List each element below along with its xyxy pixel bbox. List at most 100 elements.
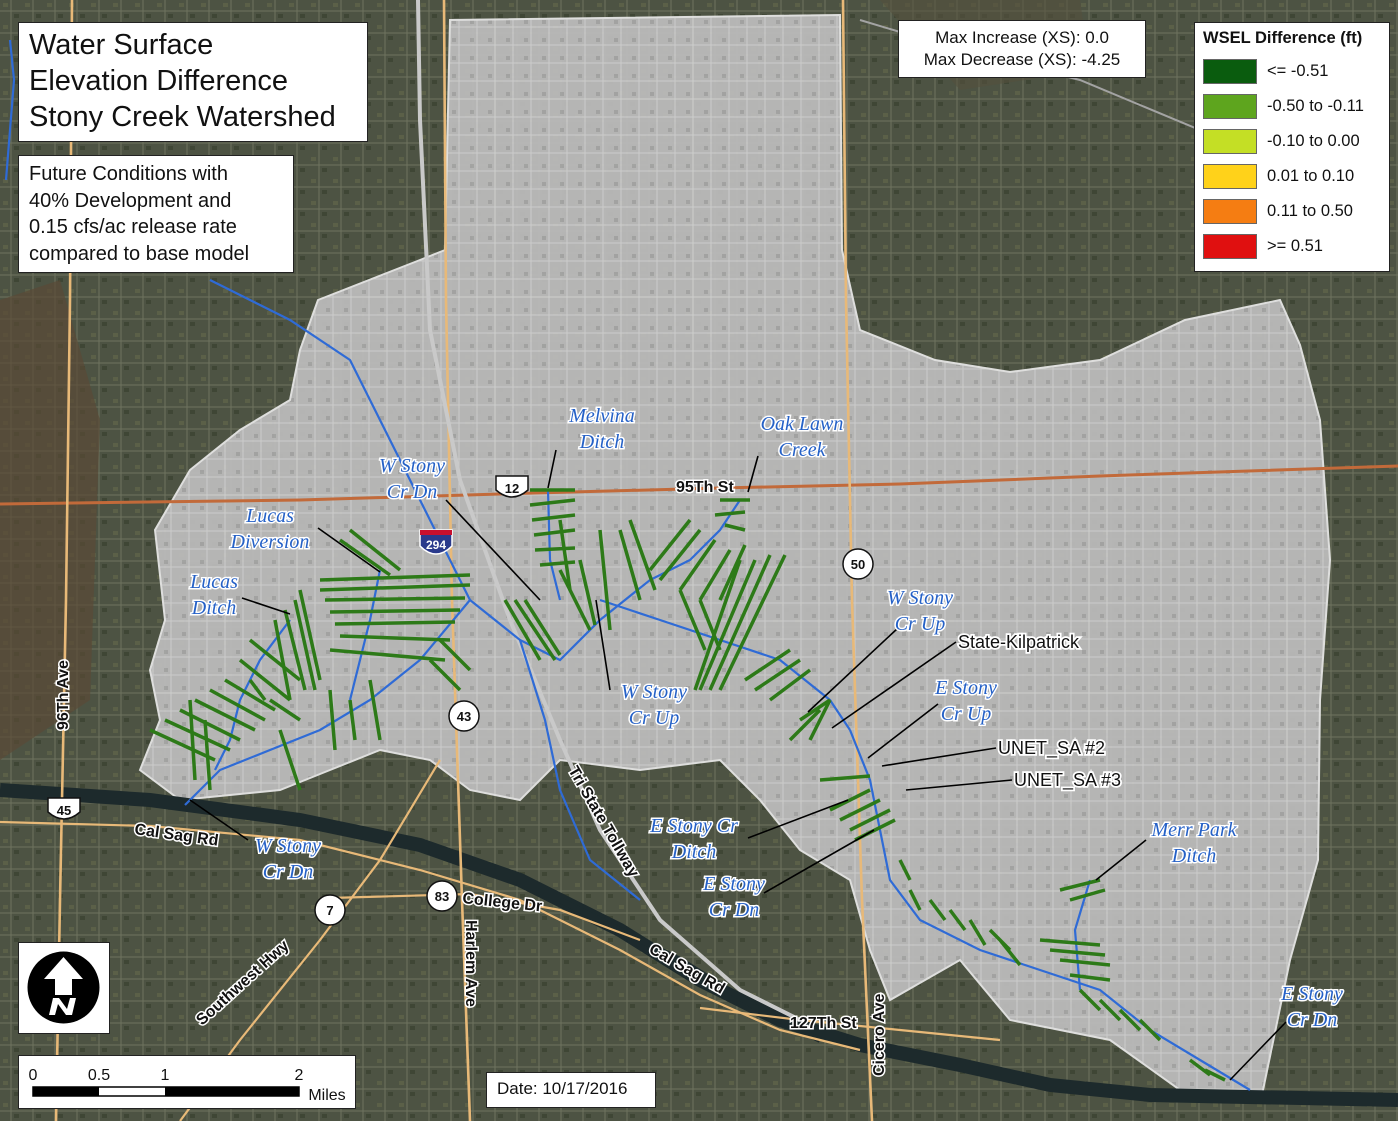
road-cal-sag-rd xyxy=(0,820,861,1052)
label-unet-sa-3: UNET_SA #3 xyxy=(1014,770,1121,791)
label-estony-up-1: E Stony xyxy=(934,677,997,699)
title-line-3: Stony Creek Watershed xyxy=(29,101,336,133)
label-estony-dn1-2: Cr Dn xyxy=(709,899,760,921)
legend-swatch xyxy=(1203,164,1257,189)
label-estony-dn2-2: Cr Dn xyxy=(1287,1009,1338,1031)
leader-lines xyxy=(189,449,1287,1081)
subtitle-line-1: Future Conditions with xyxy=(29,163,228,185)
stream-lucas-diversion xyxy=(348,569,382,701)
shield-il83: 83 xyxy=(426,880,458,912)
legend-item: <= -0.51 xyxy=(1203,54,1381,89)
title-line-2: Elevation Difference xyxy=(29,65,289,97)
watershed-area xyxy=(138,13,1332,1097)
road-harlem-ave xyxy=(442,0,472,1121)
subtitle-line-2: 40% Development and xyxy=(29,189,232,212)
cal-sag-channel xyxy=(0,783,1398,1107)
legend-item: 0.01 to 0.10 xyxy=(1203,159,1381,194)
label-estony-ditch-2: Ditch xyxy=(671,841,716,863)
road-college-dr xyxy=(329,892,641,942)
legend: WSEL Difference (ft) <= -0.51 -0.50 to -0… xyxy=(1194,22,1390,272)
label-unet-sa-2: UNET_SA #2 xyxy=(998,738,1105,759)
callout-labels: State-Kilpatrick UNET_SA #2 UNET_SA #3 xyxy=(956,630,1123,793)
forest-west xyxy=(0,280,100,760)
shield-il50: 50 xyxy=(842,548,874,580)
streams xyxy=(4,39,1251,1091)
legend-label: <= -0.51 xyxy=(1267,62,1329,80)
label-wstony-dn1-2: Cr Dn xyxy=(387,481,438,503)
shield-il43: 43 xyxy=(448,700,480,732)
shield-us12: 12 xyxy=(495,475,529,498)
legend-label: -0.10 to 0.00 xyxy=(1267,132,1360,150)
legend-label: 0.11 to 0.50 xyxy=(1267,202,1353,220)
label-wstony-up1-2: Cr Up xyxy=(895,613,946,635)
scenario-description: Future Conditions with 40% Development a… xyxy=(18,155,294,273)
label-merrpark-1: Merr Park xyxy=(1151,819,1238,841)
shield-i294: 294 xyxy=(419,529,453,555)
legend-swatch xyxy=(1203,199,1257,224)
legend-label: >= 0.51 xyxy=(1267,237,1323,255)
max-increase: Max Increase (XS): 0.0 xyxy=(935,28,1109,47)
scale-label-1: 1 xyxy=(161,1067,170,1084)
stream-tollway-link xyxy=(518,639,641,901)
legend-item: -0.50 to -0.11 xyxy=(1203,89,1381,124)
stream-lucas xyxy=(214,619,291,771)
scale-label-2: 2 xyxy=(295,1067,304,1084)
cal-sag-channel-south xyxy=(558,897,822,1043)
label-127th-st: 127Th St xyxy=(790,1015,857,1032)
scale-bar-graphic: 0 0.5 1 2 Miles xyxy=(29,1067,346,1104)
label-melvina-2: Ditch xyxy=(579,431,624,453)
svg-text:45: 45 xyxy=(57,803,71,818)
label-wstony-dn2-1: W Stony xyxy=(255,835,321,857)
label-lucas-div-1: Lucas xyxy=(245,505,294,527)
svg-text:83: 83 xyxy=(435,889,449,904)
road-95th-st xyxy=(0,464,1398,506)
label-lucas-ditch-1: Lucas xyxy=(189,571,238,593)
scale-bar: 0 0.5 1 2 Miles xyxy=(18,1055,356,1109)
stream-melvina xyxy=(546,489,562,601)
label-95th-st: 95Th St xyxy=(676,479,734,496)
legend-title: WSEL Difference (ft) xyxy=(1203,29,1363,47)
legend-swatch xyxy=(1203,129,1257,154)
label-wstony-dn1-1: W Stony xyxy=(379,455,445,477)
title-line-1: Water Surface xyxy=(29,29,214,61)
svg-text:294: 294 xyxy=(426,538,446,552)
label-estony-dn2-1: E Stony xyxy=(1280,983,1343,1005)
shield-il7: 7 xyxy=(314,894,346,926)
legend-rows: <= -0.51 -0.50 to -0.11 -0.10 to 0.00 0.01 … xyxy=(1203,54,1381,264)
label-melvina-1: Melvina xyxy=(568,405,635,427)
scale-unit: Miles xyxy=(308,1087,345,1104)
label-lucas-ditch-2: Ditch xyxy=(191,597,236,619)
svg-text:43: 43 xyxy=(457,709,471,724)
label-wstony-dn2-2: Cr Dn xyxy=(263,861,314,883)
stream-e-stony xyxy=(848,729,1251,1091)
legend-label: 0.01 to 0.10 xyxy=(1267,167,1355,185)
north-arrow-icon xyxy=(27,951,100,1024)
legend-swatch xyxy=(1203,94,1257,119)
legend-item: -0.10 to 0.00 xyxy=(1203,124,1381,159)
label-estony-dn1-1: E Stony xyxy=(702,873,765,895)
stream-w-stony-up xyxy=(599,598,851,731)
label-state-kilpatrick: State-Kilpatrick xyxy=(958,632,1080,652)
stream-ne-canal xyxy=(4,39,16,181)
road-127th-st xyxy=(699,1006,1001,1042)
shield-us45: 45 xyxy=(47,797,81,820)
label-lucas-div-2: Diversion xyxy=(230,531,310,553)
subtitle-line-3: 0.15 cfs/ac release rate xyxy=(29,216,237,238)
map-date: Date: 10/17/2016 xyxy=(486,1072,656,1108)
label-oaklawn-2: Creek xyxy=(778,439,826,461)
legend-item: 0.11 to 0.50 xyxy=(1203,194,1381,229)
road-tri-state-tollway xyxy=(416,0,801,1022)
scale-label-05: 0.5 xyxy=(88,1067,110,1084)
stream-west-main xyxy=(209,279,741,662)
legend-item: >= 0.51 xyxy=(1203,229,1381,264)
label-harlem-ave: Harlem Ave xyxy=(462,920,479,1007)
label-96th-ave: 96Th Ave xyxy=(55,660,72,730)
label-cicero-ave: Cicero Ave xyxy=(871,993,888,1076)
label-wstony-up1-1: W Stony xyxy=(887,587,953,609)
label-oaklawn-1: Oak Lawn xyxy=(761,413,844,435)
stream-w-stony-dn xyxy=(184,599,471,806)
legend-swatch xyxy=(1203,59,1257,84)
scale-label-0: 0 xyxy=(29,1067,38,1084)
label-merrpark-2: Ditch xyxy=(1171,845,1216,867)
